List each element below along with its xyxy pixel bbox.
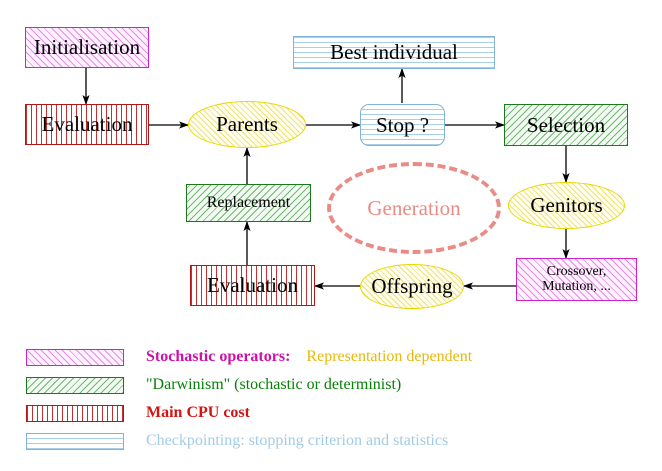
node-stop-label: Stop ?	[375, 112, 430, 137]
legend-row-darwinism: "Darwinism" (stochastic or determinist)	[26, 374, 401, 396]
node-initialisation[interactable]: Initialisation	[25, 27, 149, 68]
legend-row-stochastic-operators: Stochastic operators: Representation dep…	[26, 346, 472, 368]
node-initialisation-label: Initialisation	[33, 35, 141, 60]
legend-swatch-blue-horizontal-hatch	[26, 432, 124, 450]
node-best-individual-label: Best individual	[330, 40, 458, 65]
node-parents[interactable]: Parents	[188, 101, 306, 148]
generation-cycle-ring: Generation	[327, 162, 501, 254]
node-offspring-label: Offspring	[371, 274, 453, 299]
legend-label-darwinism: "Darwinism" (stochastic or determinist)	[146, 376, 402, 393]
node-evaluation-top-label: Evaluation	[41, 112, 133, 137]
node-replacement-label: Replacement	[206, 193, 291, 211]
node-genitors-label: Genitors	[530, 193, 603, 218]
node-selection[interactable]: Selection	[504, 104, 628, 146]
node-evaluation-top[interactable]: Evaluation	[25, 104, 149, 145]
generation-label: Generation	[367, 195, 461, 220]
legend-label-representation-dependent: Representation dependent	[306, 348, 473, 365]
legend-label-main-cpu-cost: Main CPU cost	[146, 404, 250, 421]
legend: Stochastic operators: Representation dep…	[0, 338, 662, 471]
node-offspring[interactable]: Offspring	[360, 264, 464, 309]
node-crossover-mutation[interactable]: Crossover, Mutation, ...	[516, 258, 637, 301]
legend-row-main-cpu-cost: Main CPU cost	[26, 402, 250, 424]
legend-label-stochastic-operators: Stochastic operators:	[146, 348, 291, 365]
node-crossover-line1: Crossover,	[546, 263, 607, 279]
node-genitors[interactable]: Genitors	[508, 182, 625, 229]
node-evaluation-bottom-label: Evaluation	[207, 273, 298, 298]
legend-label-checkpointing: Checkpointing: stopping criterion and st…	[146, 432, 449, 449]
legend-swatch-magenta-diagonal-hatch	[26, 348, 124, 366]
node-stop[interactable]: Stop ?	[360, 104, 445, 146]
legend-swatch-red-vertical-hatch	[26, 404, 124, 422]
node-parents-label: Parents	[216, 112, 278, 137]
node-crossover-line2: Mutation, ...	[542, 278, 611, 294]
node-evaluation-bottom[interactable]: Evaluation	[190, 265, 315, 306]
node-best-individual[interactable]: Best individual	[293, 36, 495, 69]
legend-row-checkpointing: Checkpointing: stopping criterion and st…	[26, 430, 448, 452]
legend-swatch-green-diagonal-hatch	[26, 376, 124, 394]
node-selection-label: Selection	[526, 112, 606, 137]
node-replacement[interactable]: Replacement	[186, 184, 311, 222]
